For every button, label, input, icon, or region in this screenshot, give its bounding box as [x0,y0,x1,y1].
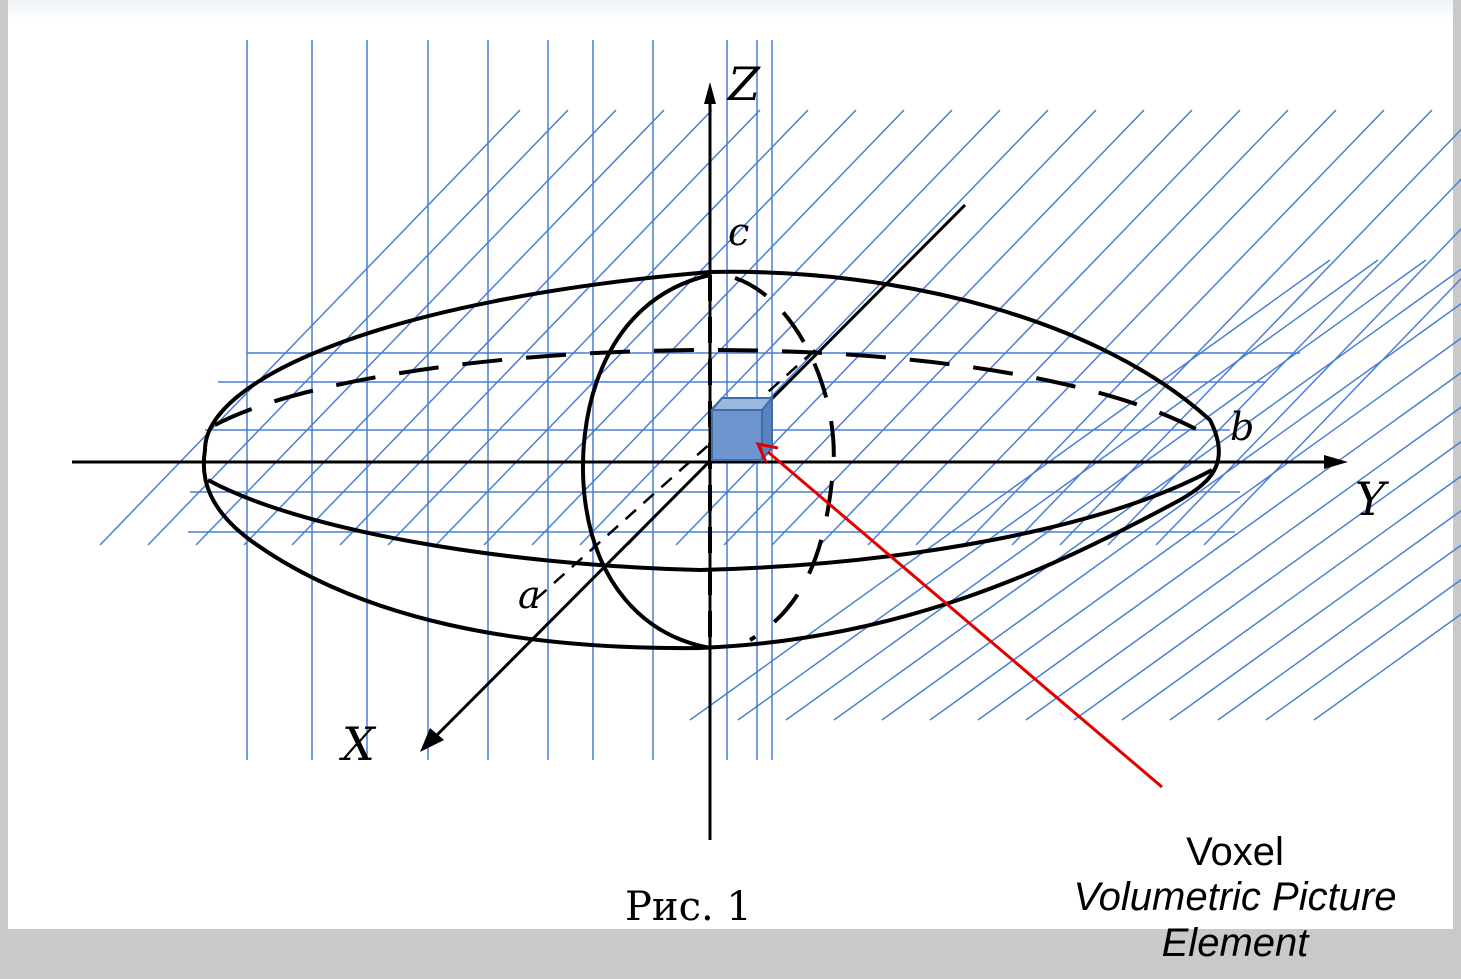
grid-diagonal-line [771,109,1193,546]
grid-diagonal-line [435,109,857,546]
cross-section-back [734,276,836,642]
grid-diagonal-line [881,302,1461,721]
grid-diagonal-line [833,268,1461,721]
grid-diagonal-line [1313,613,1461,721]
grid-diagonal-line [243,109,665,546]
grid-diagonal-line [963,109,1385,546]
grid-diagonal-line [737,259,1379,721]
grid-diagonal-line [1025,406,1461,721]
ellipsoid-outline [201,269,1221,651]
grid-diagonal-line [1073,440,1461,721]
ellipsoid [201,269,1221,651]
voxel-grid [99,40,1461,760]
grid-diagonal-line [1169,509,1461,721]
x-axis-label: X [339,717,377,771]
voxel-front-face [711,409,763,461]
bottom-border [0,929,1461,979]
left-border [0,0,8,979]
grid-diagonal-line [929,337,1461,721]
c-label: c [728,210,749,254]
grid-diagonal-line [675,109,1097,546]
grid-diagonal-line [915,109,1337,546]
grid-diagonal-line [147,109,569,546]
voxel-caption: Voxel Volumetric Picture Element [1025,830,1445,966]
grid-diagonal-line [689,259,1331,721]
grid-diagonal-line [339,109,761,546]
grid-diagonal-line [977,371,1461,721]
grid-diagonal-line [723,109,1145,546]
right-border [1453,0,1461,979]
y-axis-label: Y [1355,472,1390,526]
grid-diagonal-line [1265,578,1461,721]
z-axis-arrowhead [704,82,716,104]
voxel-pointer-arrow [755,441,1163,789]
x-axis [430,203,967,742]
cross-section-front [581,273,711,650]
grid-diagonal-line [579,109,1001,546]
grid-diagonal-line [1217,544,1461,721]
grid-diagonal-line [867,109,1289,546]
axis-labels: Z Y X c b a [339,57,1390,771]
y-axis-arrowhead [1324,455,1348,469]
grid-diagonal-line [291,109,713,546]
grid-diagonal-line [483,109,905,546]
grid-diagonal-line [99,109,521,546]
figure-caption: Рис. 1 [625,884,752,930]
voxel-cube [709,395,775,463]
grid-diagonal-line [387,109,809,546]
voxel-side-face [761,395,773,463]
axes [72,82,1348,840]
voxel-subtitle: Volumetric Picture Element [1073,875,1397,965]
grid-diagonal-line [1155,228,1461,546]
x-axis-arrowhead [420,728,444,752]
top-decoration [0,0,1461,20]
voxel-title: Voxel [1186,830,1284,874]
grid-diagonal-line [195,109,617,546]
grid-diagonal-line [785,259,1427,721]
b-label: b [1230,405,1254,449]
a-label: a [518,573,541,617]
ellipsoid-equator-front [207,468,1213,573]
z-axis-label: Z [726,57,761,111]
grid-diagonal-line [819,109,1241,546]
grid-diagonal-line [531,109,953,546]
x-axis-hidden [534,349,816,601]
grid-diagonal-line [1121,475,1461,721]
